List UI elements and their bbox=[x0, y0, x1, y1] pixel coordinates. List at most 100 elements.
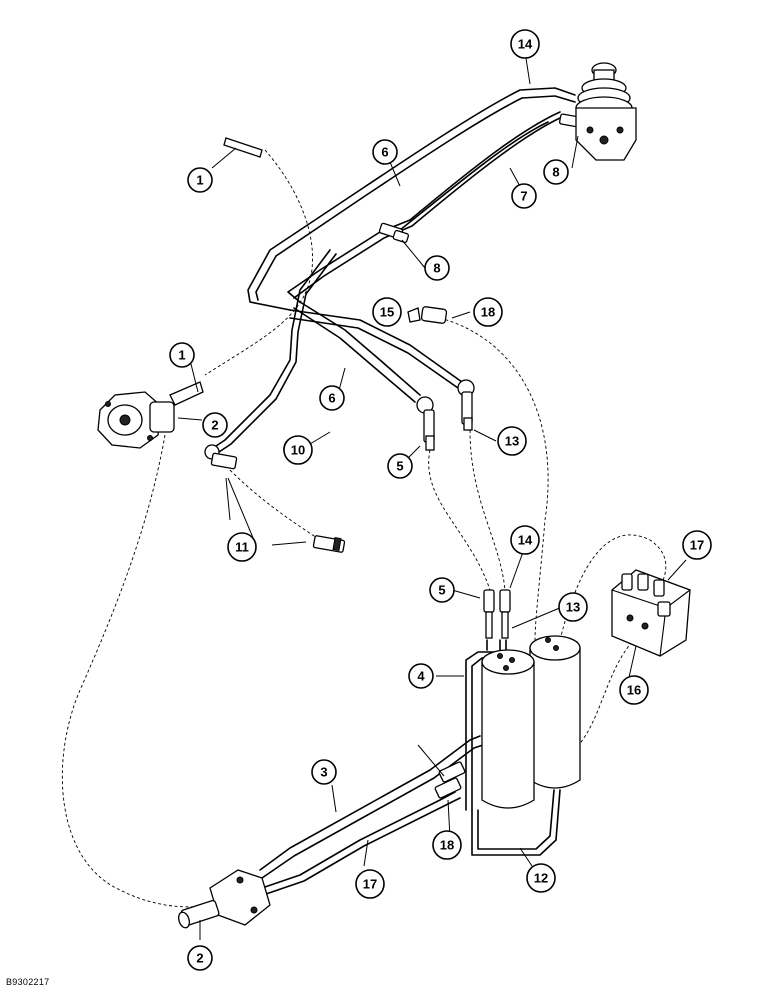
callout-13: 13 bbox=[497, 426, 527, 456]
elbow-fitting-5 bbox=[416, 396, 435, 451]
callout-6: 6 bbox=[372, 139, 398, 165]
callout-1: 1 bbox=[169, 342, 195, 368]
callout-circle bbox=[372, 139, 398, 165]
callout-circle bbox=[510, 29, 540, 59]
callout-label: 12 bbox=[534, 871, 548, 886]
callout-label: 8 bbox=[552, 165, 559, 180]
callout-13: 13 bbox=[558, 592, 588, 622]
callout-circle bbox=[432, 830, 462, 860]
callout-circle bbox=[408, 663, 434, 689]
callout-label: 1 bbox=[196, 173, 203, 188]
callout-label: 14 bbox=[518, 37, 533, 52]
callout-circle bbox=[387, 453, 413, 479]
callout-7: 7 bbox=[511, 183, 537, 209]
accumulator-canister-rear bbox=[529, 635, 581, 789]
callout-circle bbox=[283, 435, 313, 465]
brake-valve bbox=[575, 62, 637, 161]
elbow-fitting-13 bbox=[457, 379, 475, 431]
brake-cylinder bbox=[177, 869, 271, 929]
callout-14: 14 bbox=[510, 29, 540, 59]
hose-fitting-5-lower bbox=[483, 589, 495, 639]
callout-circle bbox=[543, 159, 569, 185]
callout-circle bbox=[619, 675, 649, 705]
callout-circle bbox=[372, 297, 402, 327]
callout-label: 7 bbox=[520, 189, 527, 204]
callout-label: 5 bbox=[438, 583, 445, 598]
hydraulic-lines bbox=[209, 87, 576, 895]
callout-5: 5 bbox=[387, 453, 413, 479]
callout-6: 6 bbox=[319, 385, 345, 411]
callout-label: 4 bbox=[417, 669, 425, 684]
callout-leaders bbox=[177, 51, 687, 940]
callout-label: 14 bbox=[518, 533, 533, 548]
callout-label: 17 bbox=[363, 877, 377, 892]
callout-label: 2 bbox=[211, 418, 218, 433]
swivel-fitting-10-a bbox=[204, 444, 238, 470]
callout-4: 4 bbox=[408, 663, 434, 689]
callout-label: 5 bbox=[396, 459, 403, 474]
accumulator-canister-front bbox=[481, 649, 535, 809]
callout-17: 17 bbox=[355, 869, 385, 899]
callout-circle bbox=[187, 167, 213, 193]
callout-label: 10 bbox=[291, 443, 305, 458]
callout-8: 8 bbox=[424, 255, 450, 281]
callout-label: 18 bbox=[440, 838, 454, 853]
callout-16: 16 bbox=[619, 675, 649, 705]
callout-11: 11 bbox=[227, 532, 257, 562]
callout-circle bbox=[355, 869, 385, 899]
callout-circle bbox=[429, 577, 455, 603]
callout-10: 10 bbox=[283, 435, 313, 465]
callout-circle bbox=[424, 255, 450, 281]
callout-14: 14 bbox=[510, 525, 540, 555]
callout-circle bbox=[227, 532, 257, 562]
callout-circle bbox=[558, 592, 588, 622]
fitting-8-mid bbox=[378, 222, 410, 244]
callout-label: 18 bbox=[481, 305, 495, 320]
document-id: B9302217 bbox=[6, 977, 50, 987]
callout-circle bbox=[473, 297, 503, 327]
callout-circle bbox=[526, 863, 556, 893]
hose-fitting-1-top bbox=[223, 137, 263, 158]
callout-circle bbox=[187, 945, 213, 971]
callout-3: 3 bbox=[311, 759, 337, 785]
callout-8: 8 bbox=[543, 159, 569, 185]
callout-label: 8 bbox=[433, 261, 440, 276]
callout-label: 17 bbox=[690, 538, 704, 553]
adapter-fitting-18-lower bbox=[438, 761, 466, 783]
callout-circle bbox=[511, 183, 537, 209]
callout-label: 13 bbox=[566, 600, 580, 615]
callout-2: 2 bbox=[202, 412, 228, 438]
callout-15: 15 bbox=[372, 297, 402, 327]
callout-label: 2 bbox=[196, 951, 203, 966]
callout-circle bbox=[169, 342, 195, 368]
swivel-fitting-10-b bbox=[312, 535, 346, 553]
brake-actuator-flange bbox=[97, 381, 204, 449]
callout-label: 13 bbox=[505, 434, 519, 449]
valve-block bbox=[611, 569, 691, 657]
callout-circle bbox=[510, 525, 540, 555]
callout-label: 6 bbox=[328, 391, 335, 406]
callout-label: 15 bbox=[380, 305, 394, 320]
hose-fitting-13-lower bbox=[499, 589, 511, 639]
callout-circle bbox=[319, 385, 345, 411]
callout-label: 6 bbox=[381, 145, 388, 160]
callout-group: 1122345566788910111213131414151617171818 bbox=[169, 29, 712, 971]
callout-circle bbox=[202, 412, 228, 438]
adapter-fitting-18-top bbox=[407, 306, 448, 324]
callout-18: 18 bbox=[473, 297, 503, 327]
fittings bbox=[204, 113, 648, 799]
callout-18: 18 bbox=[432, 830, 462, 860]
callout-2: 2 bbox=[187, 945, 213, 971]
callout-circle bbox=[682, 530, 712, 560]
callout-circle bbox=[311, 759, 337, 785]
callout-17: 17 bbox=[682, 530, 712, 560]
callout-label: 1 bbox=[178, 348, 185, 363]
callout-label: 16 bbox=[627, 683, 641, 698]
callout-circle bbox=[497, 426, 527, 456]
callout-5: 5 bbox=[429, 577, 455, 603]
callout-12: 12 bbox=[526, 863, 556, 893]
callout-label: 3 bbox=[320, 765, 327, 780]
dashed-leader-lines bbox=[61, 149, 667, 908]
adapter-fitting-17-lower bbox=[434, 777, 462, 799]
